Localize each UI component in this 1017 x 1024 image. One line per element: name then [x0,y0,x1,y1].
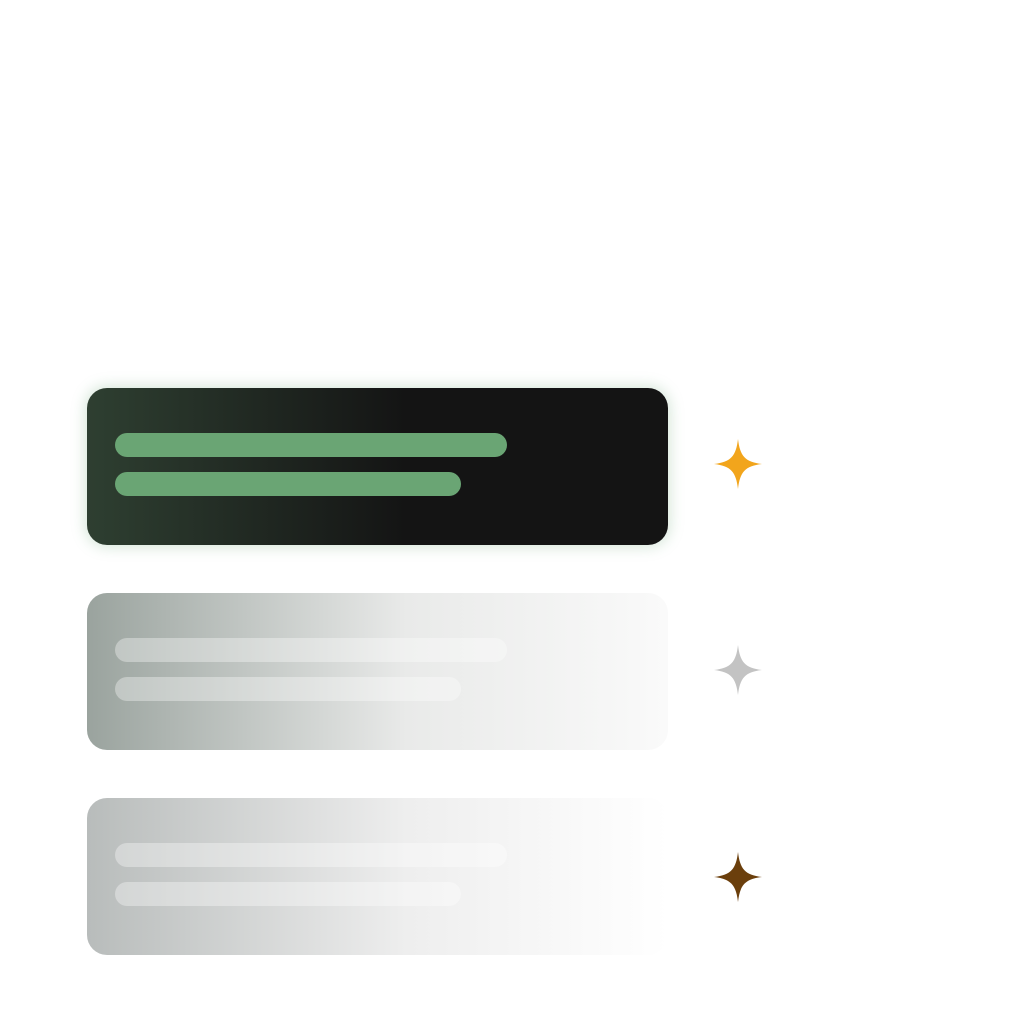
ranking-card-2[interactable] [87,593,668,750]
placeholder-line-long [115,843,507,867]
placeholder-line-short [115,882,461,906]
placeholder-line-long [115,433,507,457]
placeholder-line-long [115,638,507,662]
ranking-card-3[interactable] [87,798,668,955]
sparkle-star-icon [714,852,762,902]
placeholder-line-short [115,472,461,496]
placeholder-line-short [115,677,461,701]
ranking-card-1[interactable] [87,388,668,545]
sparkle-star-icon [714,645,762,695]
sparkle-star-icon [714,439,762,489]
